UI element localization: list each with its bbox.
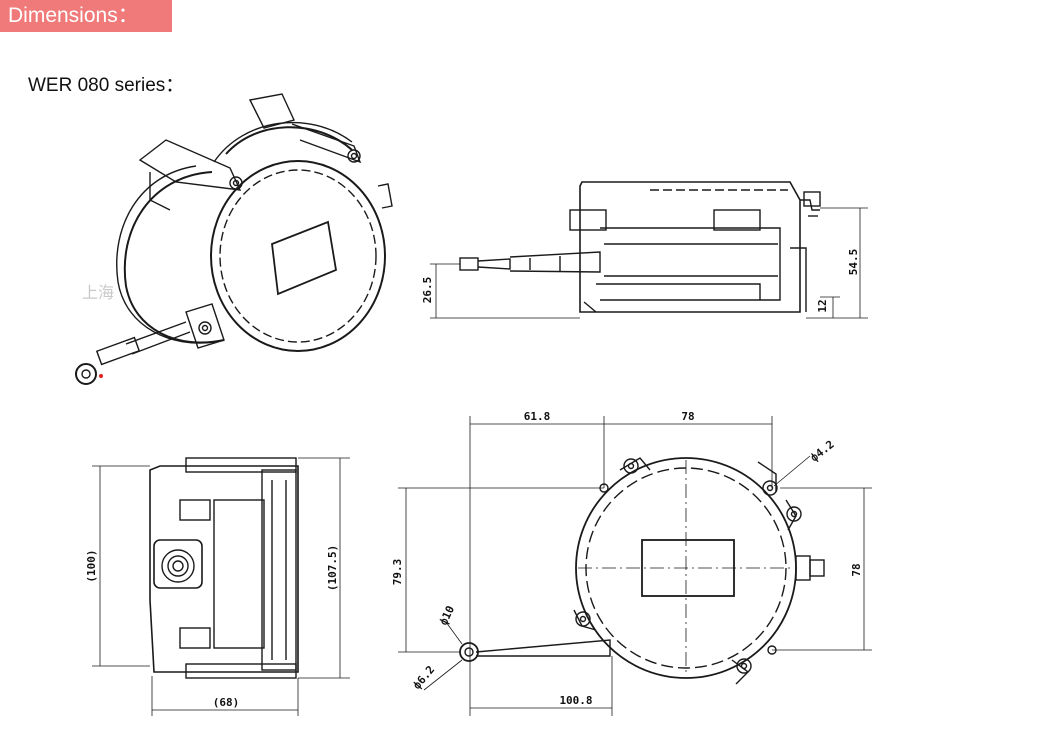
dim-top-pin: ф6.2	[410, 663, 437, 692]
top-view	[398, 416, 872, 716]
front-view	[92, 457, 350, 716]
dim-front-height-right: (107.5)	[326, 545, 339, 591]
dim-top-ring: ф10	[437, 604, 457, 628]
dim-side-height: 54.5	[847, 249, 860, 276]
series-label: WER 080 series：	[28, 75, 185, 96]
dim-top-hole: ф4.2	[808, 438, 837, 465]
dim-top-length: 100.8	[559, 694, 592, 707]
watermark: 上海	[82, 283, 114, 302]
section-header: Dimensions：	[0, 0, 172, 32]
dim-side-shaft: 26.5	[421, 277, 434, 304]
isometric-view: 上海	[75, 93, 393, 385]
dim-front-height-left: (100)	[85, 549, 98, 582]
dim-front-width: (68)	[213, 696, 240, 709]
dim-top-height-left: 79.3	[391, 559, 404, 586]
dim-top-height-right: 78	[850, 563, 863, 576]
dim-top-width-right: 78	[681, 410, 694, 423]
dim-side-base: 12	[816, 299, 829, 312]
side-view	[430, 181, 868, 319]
dim-top-width-left: 61.8	[524, 410, 551, 423]
